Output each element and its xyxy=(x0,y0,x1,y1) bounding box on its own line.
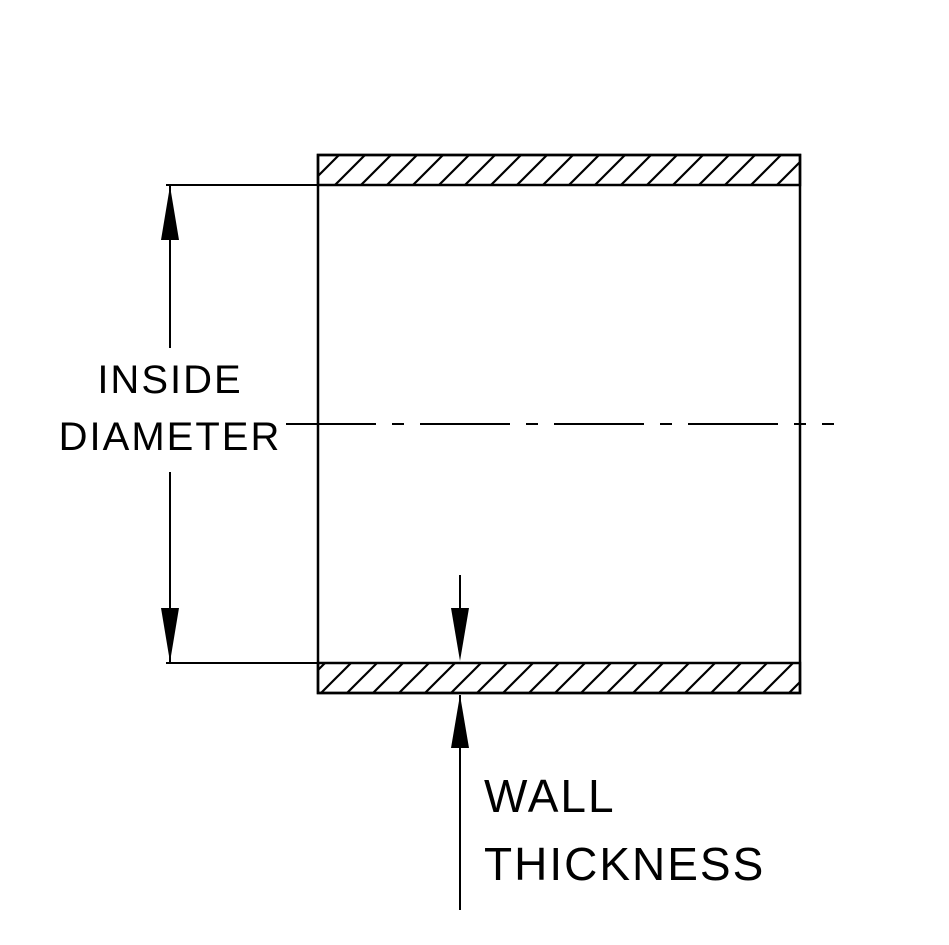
inside-diameter-label-line2: DIAMETER xyxy=(59,415,282,459)
top-wall-hatch xyxy=(316,153,802,187)
inside-diameter-label-line1: INSIDE xyxy=(97,358,242,402)
wall-thickness-label-line2: THICKNESS xyxy=(484,838,765,890)
id-arrowhead-up-icon xyxy=(161,186,179,240)
id-arrowhead-down-icon xyxy=(161,608,179,662)
wall-thickness-label-line1: WALL xyxy=(484,770,616,822)
bottom-wall-hatch xyxy=(316,661,802,695)
wt-arrowhead-down-icon xyxy=(451,608,469,661)
